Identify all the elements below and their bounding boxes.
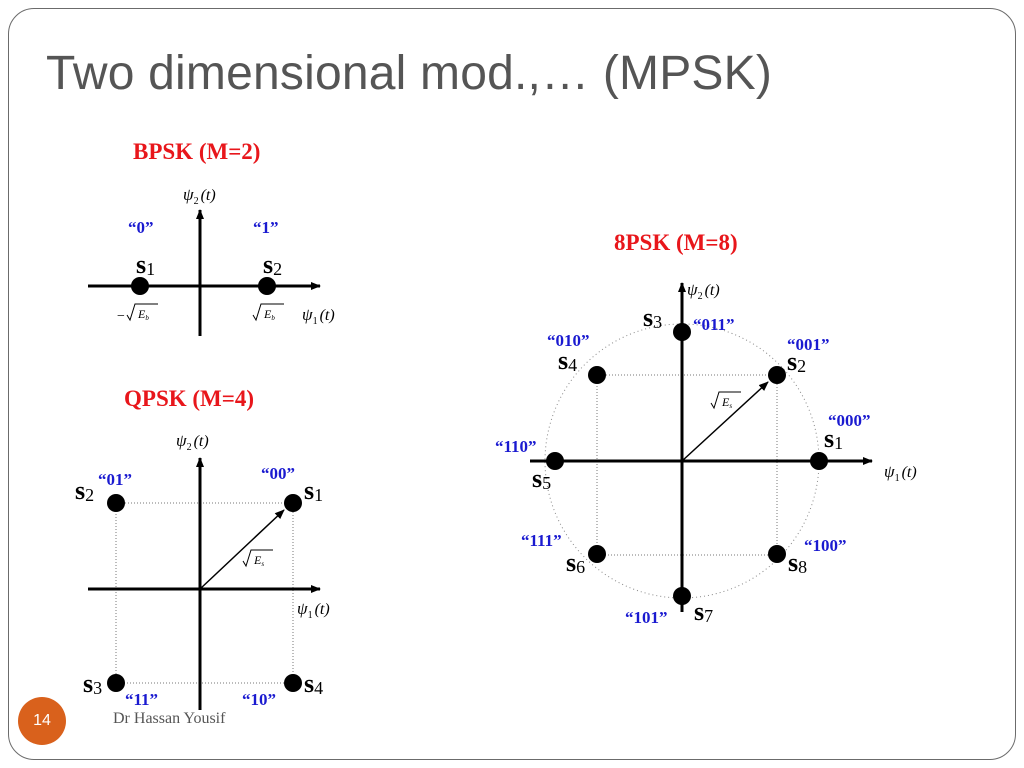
qpsk-vector-es bbox=[199, 509, 285, 590]
psk8-code-011: “011” bbox=[693, 315, 735, 334]
psk8-s1-label: s1 bbox=[824, 424, 843, 453]
qpsk-x-axis-label: ψ1(t) bbox=[297, 599, 330, 621]
psk8-point-s7 bbox=[673, 587, 691, 605]
slide-frame bbox=[8, 8, 1016, 760]
psk8-vector-es bbox=[681, 381, 769, 462]
bpsk-sqrt-eb: Eb bbox=[252, 303, 284, 322]
psk8-sqrt-es: Es bbox=[710, 391, 741, 410]
psk8-point-s6 bbox=[588, 545, 606, 563]
psk8-s2-label: s2 bbox=[787, 347, 806, 376]
psk8-y-axis-label: ψ2(t) bbox=[687, 280, 720, 302]
qpsk-code-10: “10” bbox=[242, 690, 276, 709]
qpsk-s1-label: s1 bbox=[304, 476, 323, 505]
bpsk-point-s1 bbox=[131, 277, 149, 295]
psk8-point-s4 bbox=[588, 366, 606, 384]
bpsk-code-1: “1” bbox=[253, 218, 279, 237]
psk8-point-s3 bbox=[673, 323, 691, 341]
psk8-code-100: “100” bbox=[804, 536, 847, 555]
page-number-badge: 14 bbox=[18, 697, 66, 745]
psk8-code-110: “110” bbox=[495, 437, 537, 456]
psk8-point-s1 bbox=[810, 452, 828, 470]
bpsk-x-axis-label: ψ1(t) bbox=[302, 305, 335, 327]
qpsk-diagram: ψ2(t) ψ1(t) Es s1 s2 s3 s4 “00” “01” “11… bbox=[75, 431, 330, 710]
psk8-point-s2 bbox=[768, 366, 786, 384]
qpsk-point-s1 bbox=[284, 494, 302, 512]
qpsk-code-00: “00” bbox=[261, 464, 295, 483]
psk8-heading: 8PSK (M=8) bbox=[614, 230, 738, 255]
bpsk-neg-sqrt-eb: − Eb bbox=[117, 303, 158, 324]
bpsk-s2-label: s2 bbox=[263, 250, 282, 279]
qpsk-point-s2 bbox=[107, 494, 125, 512]
bpsk-y-axis-label: ψ2(t) bbox=[183, 185, 216, 207]
author-footer: Dr Hassan Yousif bbox=[113, 710, 226, 727]
qpsk-point-s3 bbox=[107, 674, 125, 692]
slide-title: Two dimensional mod.,… (MPSK) bbox=[46, 47, 773, 100]
psk8-code-101: “101” bbox=[625, 608, 668, 627]
psk8-s7-label: s7 bbox=[694, 597, 713, 626]
bpsk-diagram: ψ2(t) ψ1(t) s1 s2 “0” “1” − Eb Eb bbox=[88, 185, 335, 336]
qpsk-s4-label: s4 bbox=[304, 669, 323, 698]
psk8-point-s8 bbox=[768, 545, 786, 563]
psk8-s8-label: s8 bbox=[788, 548, 807, 577]
psk8-s6-label: s6 bbox=[566, 548, 585, 577]
qpsk-s3-label: s3 bbox=[83, 669, 102, 698]
svg-text:Eb: Eb bbox=[263, 307, 275, 322]
svg-text:−: − bbox=[117, 309, 125, 324]
psk8-dotted-square bbox=[596, 374, 778, 556]
qpsk-sqrt-es: Es bbox=[242, 549, 273, 568]
psk8-code-010: “010” bbox=[547, 331, 590, 350]
svg-text:Eb: Eb bbox=[137, 307, 149, 322]
qpsk-code-11: “11” bbox=[125, 690, 158, 709]
psk8-code-000: “000” bbox=[828, 411, 871, 430]
svg-text:Es: Es bbox=[253, 553, 264, 568]
qpsk-point-s4 bbox=[284, 674, 302, 692]
qpsk-code-01: “01” bbox=[98, 470, 132, 489]
qpsk-heading: QPSK (M=4) bbox=[124, 386, 255, 411]
qpsk-s2-label: s2 bbox=[75, 476, 94, 505]
psk8-s4-label: s4 bbox=[558, 346, 577, 375]
psk8-point-s5 bbox=[546, 452, 564, 470]
bpsk-point-s2 bbox=[258, 277, 276, 295]
qpsk-dotted-square bbox=[115, 502, 294, 684]
psk8-s5-label: s5 bbox=[532, 464, 551, 493]
svg-text:Es: Es bbox=[721, 395, 732, 410]
psk8-code-001: “001” bbox=[787, 335, 830, 354]
psk8-code-111: “111” bbox=[521, 531, 562, 550]
qpsk-y-axis-label: ψ2(t) bbox=[176, 431, 209, 453]
psk8-s3-label: s3 bbox=[643, 303, 662, 332]
bpsk-code-0: “0” bbox=[128, 218, 154, 237]
bpsk-s1-label: s1 bbox=[136, 250, 155, 279]
psk8-x-axis-label: ψ1(t) bbox=[884, 462, 917, 484]
psk8-diagram: ψ2(t) ψ1(t) Es s1 s2 s3 s4 s5 s6 s7 s8 “… bbox=[495, 280, 917, 627]
bpsk-heading: BPSK (M=2) bbox=[133, 139, 261, 164]
